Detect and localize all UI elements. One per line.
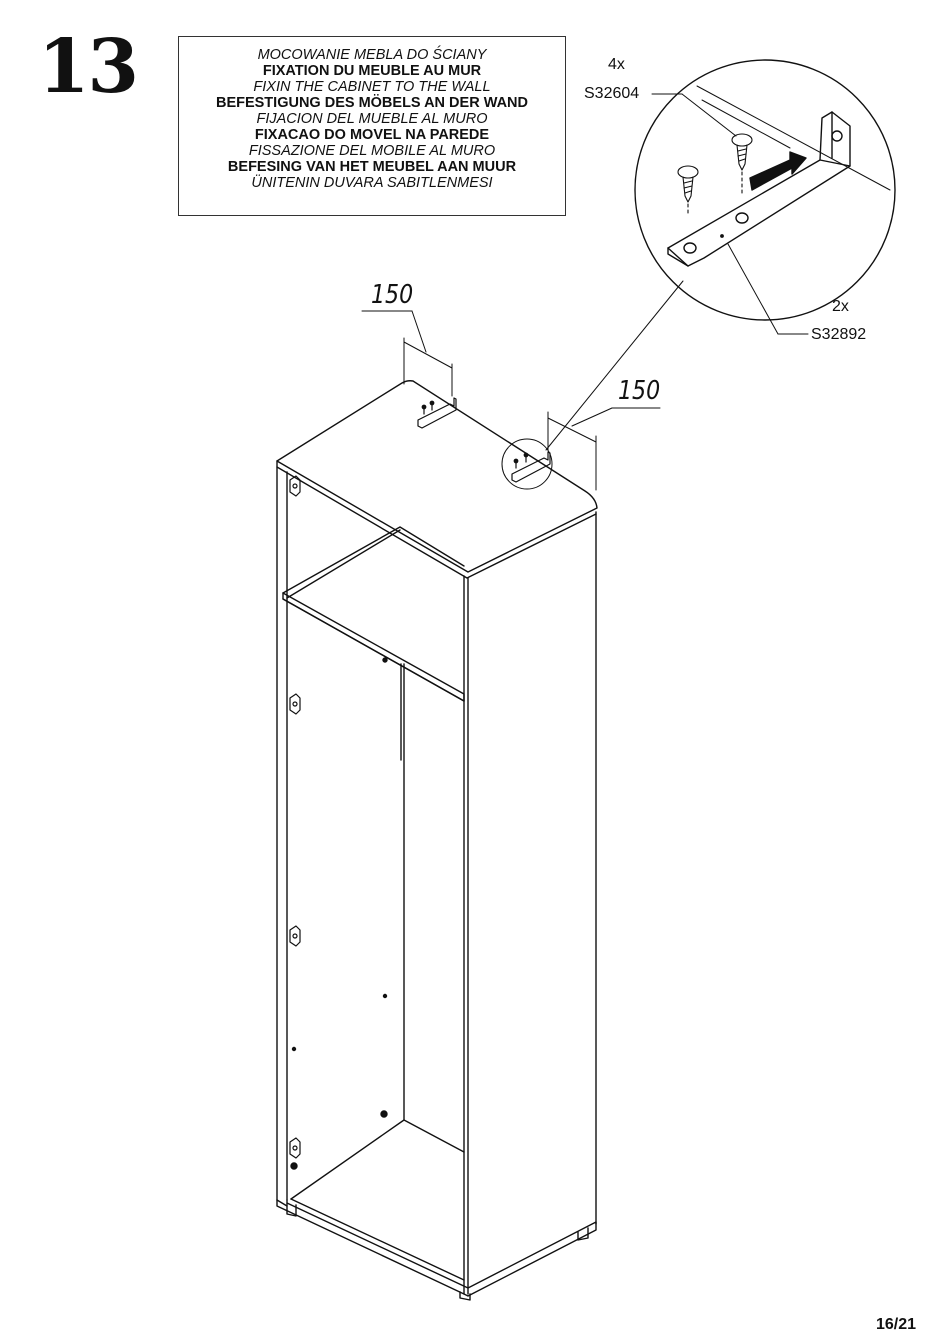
bracket-part-code: S32892 [811, 326, 867, 343]
title-line-it: FISSAZIONE DEL MOBILE AL MURO [248, 143, 496, 159]
dimension-left: 150 [371, 280, 414, 310]
title-line-pl: MOCOWANIE MEBLA DO ŚCIANY [257, 47, 487, 63]
title-line-en: FIXIN THE CABINET TO THE WALL [253, 79, 491, 95]
hinge-icon [289, 475, 301, 1159]
dimension-right: 150 [618, 376, 661, 406]
title-line-tr: ÜNITENIN DUVARA SABITLENMESI [251, 175, 493, 191]
instruction-title-box: MOCOWANIE MEBLA DO ŚCIANY FIXATION DU ME… [178, 36, 566, 216]
title-line-de: BEFESTIGUNG DES MÖBELS AN DER WAND [215, 95, 529, 111]
screw-icon [677, 133, 753, 217]
page-number: 16/21 [875, 1316, 916, 1333]
title-line-nl: BEFESING VAN HET MEUBEL AAN MUUR [227, 159, 517, 175]
title-line-es: FIJACION DEL MUEBLE AL MURO [256, 111, 488, 127]
step-number: 13 [38, 24, 139, 110]
bracket-left-icon [417, 397, 457, 429]
dimension-lines [361, 280, 684, 491]
cabinet-drawing [276, 380, 598, 1301]
screw-part-code: S32604 [584, 85, 640, 102]
screw-quantity: 4x [608, 56, 625, 73]
title-line-pt: FIXACAO DO MOVEL NA PAREDE [254, 127, 490, 143]
bracket-quantity: 2x [832, 298, 849, 315]
title-line-fr: FIXATION DU MEUBLE AU MUR [262, 63, 482, 79]
detail-view [634, 59, 896, 335]
